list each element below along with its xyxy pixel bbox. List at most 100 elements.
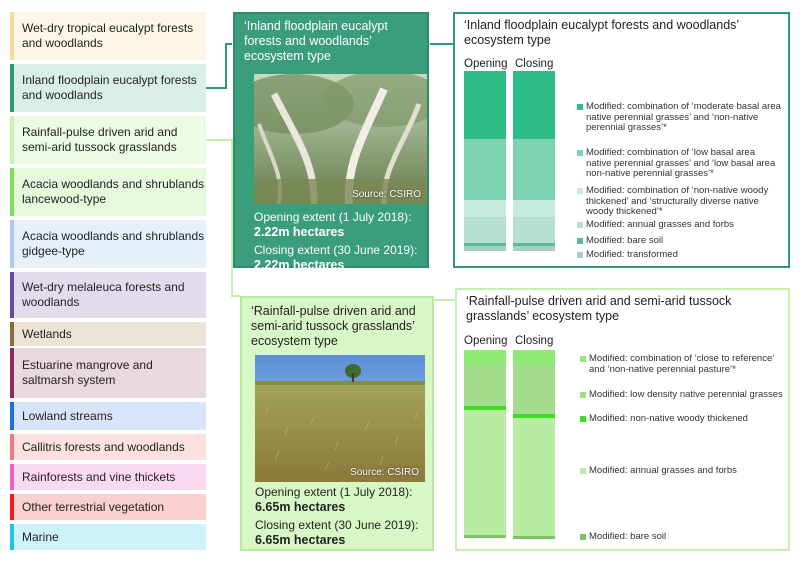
ecosystem-color-bar (10, 64, 14, 112)
ecosystem-color-bar (10, 348, 14, 398)
floodplain-closing-label: Closing extent (30 June 2019): (254, 243, 418, 257)
grassland-opening-label: Opening extent (1 July 2018): (255, 485, 413, 499)
stacked-bar-segment (464, 246, 506, 251)
stacked-bar-segment (513, 246, 555, 251)
floodplain-closing-value: 2.22m hectares (254, 258, 345, 272)
stacked-bar-segment (464, 535, 506, 538)
ecosystem-color-bar (10, 322, 14, 346)
floodplain-opening-label: Opening extent (1 July 2018): (254, 210, 412, 224)
floodplain-opening-value: 2.22m hectares (254, 225, 345, 239)
stacked-bar-segment (513, 414, 555, 418)
floodplain-connector (206, 43, 232, 89)
floodplain-photo: Source: CSIRO (254, 74, 427, 204)
ecosystem-label: Acacia woodlands and shrublands gidgee-t… (22, 229, 205, 258)
floodplain-photo-credit: Source: CSIRO (352, 189, 421, 200)
legend-swatch (580, 392, 586, 398)
legend-swatch (577, 222, 583, 228)
legend-label: Modified: non-native woody thickened (589, 413, 748, 424)
grassland-photo: Source: CSIRO (255, 355, 425, 482)
ecosystem-color-bar (10, 116, 14, 164)
grassland-card: ‘Rainfall-pulse driven arid and semi-ari… (240, 296, 434, 551)
legend-label: Modified: annual grasses and forbs (586, 219, 734, 230)
ecosystem-label: Wet-dry tropical eucalypt forests and wo… (22, 21, 194, 50)
stacked-bar-segment (513, 200, 555, 217)
legend-swatch (580, 416, 586, 422)
ecosystem-color-bar (10, 434, 14, 460)
ecosystem-item: Wet-dry melaleuca forests and woodlands (10, 272, 206, 318)
floodplain-closing-col-label: Closing (515, 58, 554, 70)
grassland-opening-col-label: Opening (464, 335, 508, 347)
legend-swatch (577, 252, 583, 258)
stacked-bar-segment (464, 243, 506, 246)
stacked-bar-segment (464, 410, 506, 535)
legend-swatch (580, 356, 586, 362)
legend-swatch (577, 150, 583, 156)
legend-label: Modified: bare soil (586, 235, 664, 246)
grassland-chart-title: ‘Rainfall-pulse driven arid and semi-ari… (466, 294, 732, 323)
grassland-closing-col-label: Closing (515, 335, 554, 347)
stacked-bar-segment (464, 365, 506, 406)
ecosystem-color-bar (10, 168, 14, 216)
ecosystem-item: Estuarine mangrove and saltmarsh system (10, 348, 206, 398)
floodplain-chart-panel: ‘Inland floodplain eucalypt forests and … (453, 12, 790, 268)
floodplain-card: ‘Inland floodplain eucalypt forests and … (233, 12, 429, 272)
legend-label: Modified: annual grasses and forbs (589, 465, 737, 476)
ecosystem-color-bar (10, 272, 14, 318)
ecosystem-label: Inland floodplain eucalypt forests and w… (22, 73, 197, 102)
ecosystem-label: Rainforests and vine thickets (22, 469, 176, 484)
ecosystem-item: Inland floodplain eucalypt forests and w… (10, 64, 206, 112)
legend-label: Modified: low density native perennial g… (589, 389, 783, 400)
ecosystem-label: Marine (22, 529, 59, 544)
ecosystem-label: Rainfall-pulse driven arid and semi-arid… (22, 125, 178, 154)
grassland-opening-value: 6.65m hectares (255, 500, 346, 514)
ecosystem-color-bar (10, 402, 14, 430)
stacked-bar-segment (513, 217, 555, 243)
legend-label: Modified: transformed (586, 249, 678, 260)
ecosystem-label: Acacia woodlands and shrublands lancewoo… (22, 177, 205, 206)
grassland-chart-panel: ‘Rainfall-pulse driven arid and semi-ari… (455, 288, 790, 551)
legend-label: Modified: combination of ‘low basal area… (586, 147, 776, 179)
ecosystem-item: Other terrestrial vegetation (10, 494, 206, 520)
ecosystem-item: Wet-dry tropical eucalypt forests and wo… (10, 12, 206, 60)
ecosystem-label: Other terrestrial vegetation (22, 499, 165, 514)
stacked-bar-segment (513, 243, 555, 246)
ecosystem-label: Wet-dry melaleuca forests and woodlands (22, 280, 185, 309)
grassland-closing-label: Closing extent (30 June 2019): (255, 518, 419, 532)
ecosystem-color-bar (10, 464, 14, 490)
ecosystem-item: Rainfall-pulse driven arid and semi-arid… (10, 116, 206, 164)
ecosystem-label: Estuarine mangrove and saltmarsh system (22, 358, 153, 387)
stacked-bar-segment (464, 71, 506, 139)
ecosystem-color-bar (10, 12, 14, 60)
ecosystem-item: Acacia woodlands and shrublands lancewoo… (10, 168, 206, 216)
floodplain-card-title: ‘Inland floodplain eucalypt forests and … (244, 19, 388, 63)
ecosystem-item: Rainforests and vine thickets (10, 464, 206, 490)
grassland-photo-credit: Source: CSIRO (350, 467, 419, 478)
ecosystem-color-bar (10, 524, 14, 550)
legend-label: Modified: bare soil (589, 531, 667, 542)
legend-label: Modified: combination of ‘moderate basal… (586, 101, 781, 133)
stacked-bar-segment (513, 418, 555, 536)
ecosystem-color-bar (10, 220, 14, 268)
stacked-bar-segment (513, 139, 555, 200)
legend-swatch (577, 238, 583, 244)
stacked-bar-segment (513, 536, 555, 539)
stacked-bar-segment (464, 350, 506, 365)
floodplain-chart-title: ‘Inland floodplain eucalypt forests and … (464, 18, 739, 47)
stacked-bar-segment (513, 365, 555, 414)
ecosystem-item: Wetlands (10, 322, 206, 346)
floodplain-opening-col-label: Opening (464, 58, 508, 70)
floodplain-photo-illustration (254, 74, 427, 204)
stacked-bar-segment (513, 350, 555, 365)
ecosystem-label: Callitris forests and woodlands (22, 439, 185, 454)
legend-swatch (577, 104, 583, 110)
legend-swatch (577, 188, 583, 194)
ecosystem-label: Wetlands (22, 326, 72, 341)
ecosystem-item: Marine (10, 524, 206, 550)
ecosystem-item: Lowland streams (10, 402, 206, 430)
stacked-bar-segment (464, 200, 506, 217)
stacked-bar-segment (464, 139, 506, 200)
ecosystem-item: Callitris forests and woodlands (10, 434, 206, 460)
stacked-bar-segment (464, 217, 506, 243)
stacked-bar-segment (513, 71, 555, 139)
legend-label: Modified: combination of ‘close to refer… (589, 353, 774, 375)
